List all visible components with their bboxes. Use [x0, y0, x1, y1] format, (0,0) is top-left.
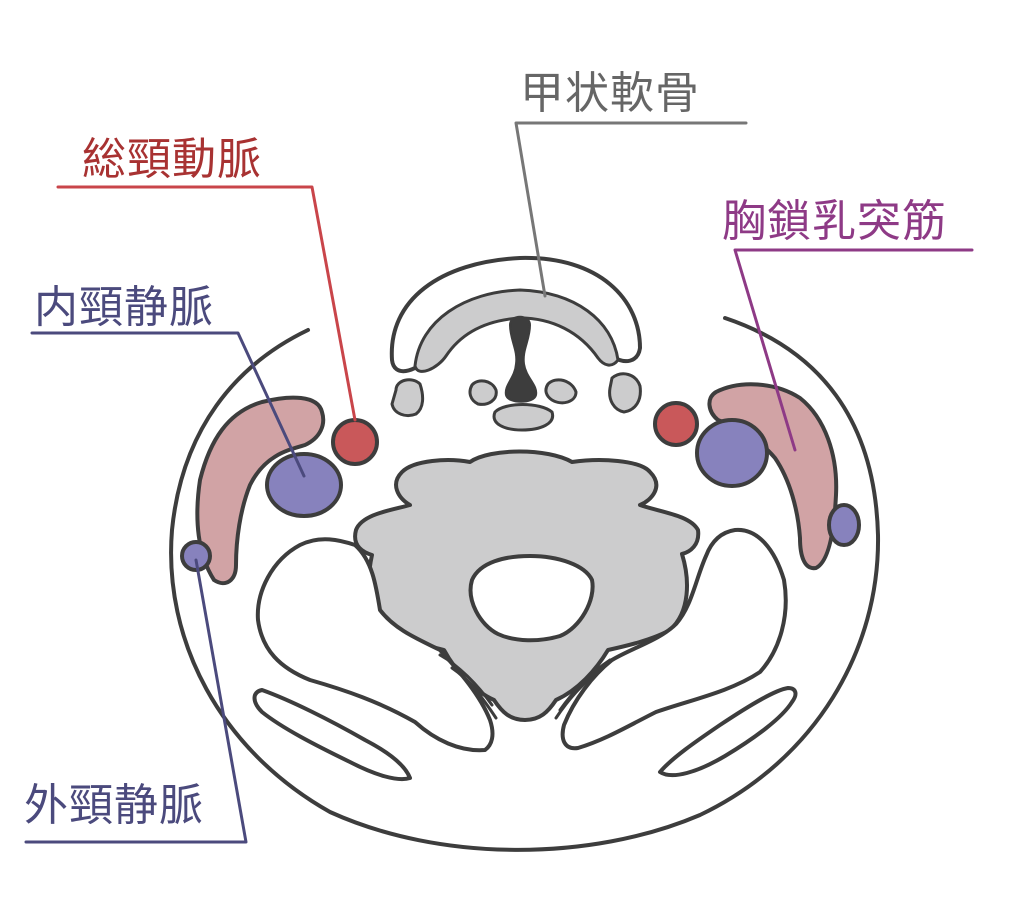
- external-jugular-vein-right: [827, 503, 861, 547]
- internal-jugular-vein-left: [265, 452, 343, 518]
- spinal-muscle-contour-left: [438, 653, 498, 720]
- internal-jugular-vein-right: [695, 418, 769, 488]
- label-thyroid-cartilage: 甲状軟骨: [520, 68, 700, 119]
- label-internal-jugular-vein: 内頸静脈: [34, 282, 214, 333]
- arytenoid-cartilage-left: [468, 379, 498, 406]
- vertebral-foramen: [468, 554, 595, 643]
- superficial-muscle-left: [252, 688, 412, 782]
- thyroid-cartilage-lamina-right: [608, 372, 642, 414]
- posterior-muscle-right: [560, 527, 788, 751]
- label-common-carotid-artery: 総頸動脈: [82, 134, 262, 185]
- label-external-jugular-vein: 外頸静脈: [24, 780, 204, 831]
- leader-line-external-jugular-vein: [24, 558, 248, 844]
- airway: [504, 315, 538, 403]
- thyroid-cartilage-inner: [413, 288, 620, 373]
- posterior-muscle-left: [255, 537, 495, 753]
- spinal-muscle-contour-right: [554, 658, 612, 720]
- neck-outline: [169, 316, 881, 852]
- common-carotid-artery-right: [653, 401, 699, 447]
- leader-line-thyroid-cartilage: [514, 121, 748, 298]
- thyroid-cartilage-lamina-left: [390, 378, 425, 418]
- arytenoid-cartilage-right: [544, 378, 578, 405]
- leader-line-sternocleidomastoid: [733, 248, 974, 452]
- superficial-muscle-right: [658, 686, 798, 778]
- leader-line-common-carotid-artery: [56, 185, 357, 422]
- label-sternocleidomastoid: 胸鎖乳突筋: [722, 196, 947, 247]
- common-carotid-artery-left: [331, 418, 379, 466]
- cricoid-cartilage: [492, 403, 555, 432]
- external-jugular-vein-left: [180, 540, 212, 572]
- leader-line-internal-jugular-vein: [30, 331, 306, 478]
